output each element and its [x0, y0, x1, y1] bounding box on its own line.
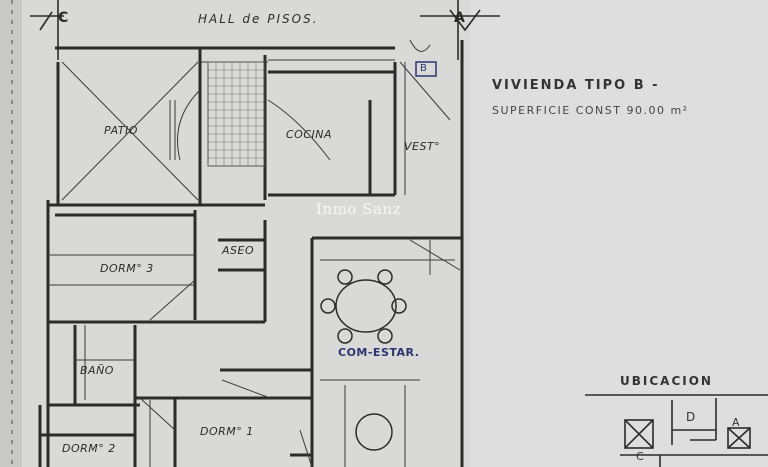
- room-label-vestibulo: VEST°: [404, 140, 441, 153]
- room-label-aseo: ASEO: [222, 244, 255, 257]
- grid-markers: [30, 0, 500, 60]
- walls: [38, 40, 464, 467]
- location-plan: [585, 394, 768, 467]
- grid-label-c: C: [58, 10, 69, 26]
- location-label-a: A: [732, 416, 741, 429]
- room-label-dorm-1: DORM° 1: [200, 425, 254, 438]
- room-label-dorm-3: DORM° 3: [100, 262, 154, 275]
- room-label-cocina: COCINA: [286, 128, 333, 141]
- coffee-table: [355, 413, 393, 451]
- dining-set: [320, 269, 407, 344]
- watermark: Inmo Sanz: [316, 200, 401, 218]
- construction-lines: [48, 39, 461, 467]
- room-label-dorm-2: DORM° 2: [62, 442, 116, 455]
- grid-label-a: A: [454, 10, 466, 26]
- room-label-bano: BAÑO: [80, 364, 114, 377]
- title-vivienda: VIVIENDA TIPO B -: [492, 78, 660, 93]
- title-superficie: SUPERFICIE CONST 90.00 m²: [492, 104, 689, 117]
- tiled-area: [207, 61, 265, 167]
- marker-label: B: [420, 63, 428, 74]
- hall-label: HALL de PISOS.: [198, 12, 319, 26]
- location-title: UBICACION: [620, 374, 713, 388]
- paper-right-area: [470, 0, 768, 467]
- marker-box: [415, 61, 437, 77]
- room-label-comedor-estar: COM-ESTAR.: [338, 346, 420, 359]
- location-label-c: C: [636, 450, 645, 463]
- location-label-d: D: [686, 410, 696, 424]
- room-label-patio: PATIO: [104, 124, 138, 137]
